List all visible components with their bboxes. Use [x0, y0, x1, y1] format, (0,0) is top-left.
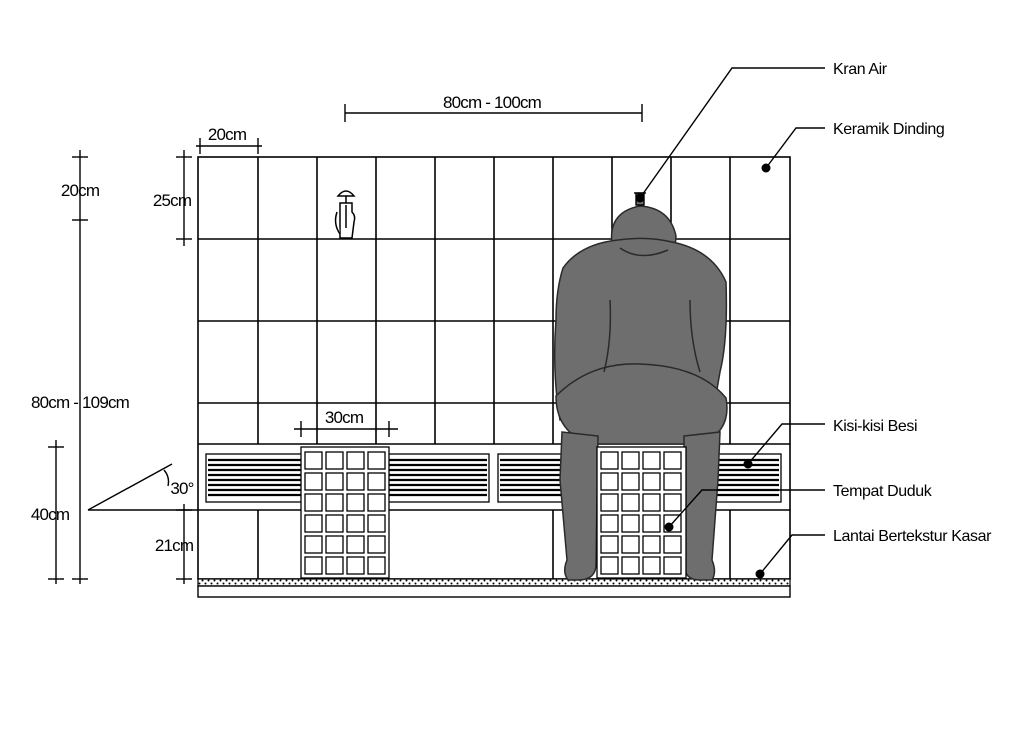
callout-dots	[635, 163, 771, 579]
dim-bench-height: 40cm	[31, 505, 70, 524]
dim-top-band: 20cm	[61, 181, 100, 200]
dim-angle: 30°	[170, 479, 193, 498]
callout-grille: Kisi-kisi Besi	[833, 418, 917, 435]
callout-leaders	[639, 67, 825, 575]
dim-tap-spacing: 80cm - 100cm	[443, 93, 542, 112]
seat-block	[596, 446, 687, 579]
water-tap-icon	[334, 190, 356, 239]
dimension-lines	[48, 104, 643, 584]
dim-seat-base: 21cm	[155, 536, 194, 555]
dim-tap-offset: 25cm	[153, 191, 192, 210]
callout-floor: Lantai Bertekstur Kasar	[833, 528, 992, 545]
textured-floor	[197, 578, 791, 598]
dim-tile-width: 20cm	[208, 125, 247, 144]
callout-seat: Tempat Duduk	[833, 483, 933, 500]
callout-tap: Kran Air	[833, 61, 888, 78]
dim-tap-height: 80cm - 109cm	[31, 393, 130, 412]
seat-block	[300, 446, 390, 579]
dim-seat-width: 30cm	[325, 408, 364, 427]
callout-wall-tile: Keramik Dinding	[833, 121, 944, 138]
